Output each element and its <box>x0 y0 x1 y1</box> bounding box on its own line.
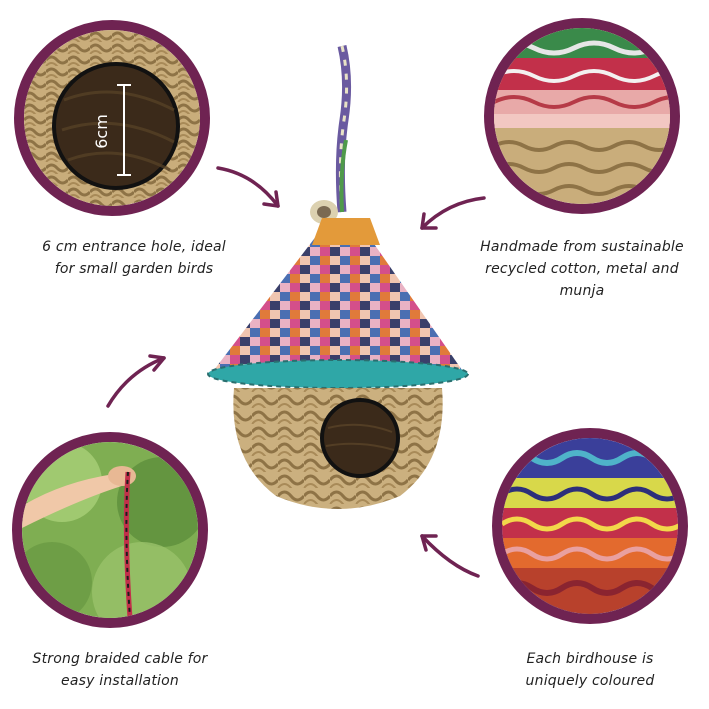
entrance-hole-detail: 6cm <box>14 20 210 216</box>
cable-caption: Strong braided cable for easy installati… <box>4 648 236 692</box>
colours-detail <box>492 428 688 624</box>
cable-image <box>22 442 198 618</box>
materials-caption-line1: Handmade from sustainable <box>480 239 684 255</box>
cable-caption-line2: easy installation <box>61 673 179 689</box>
entrance-hole-measure-label: 6cm <box>91 114 111 149</box>
birdhouse-product-image <box>200 40 480 510</box>
arrow-bottom-left-icon <box>100 348 172 412</box>
arrow-top-right-icon <box>412 190 488 238</box>
cable-caption-line1: Strong braided cable for <box>32 651 208 667</box>
cable-detail <box>12 432 208 628</box>
colours-caption-line1: Each birdhouse is <box>526 651 654 667</box>
entrance-caption: 6 cm entrance hole, ideal for small gard… <box>14 236 254 280</box>
colours-caption-line2: uniquely coloured <box>525 673 655 689</box>
arrow-top-left-icon <box>214 160 288 216</box>
materials-detail <box>484 18 680 214</box>
materials-caption: Handmade from sustainable recycled cotto… <box>462 236 702 302</box>
colours-image <box>502 438 678 614</box>
arrow-bottom-right-icon <box>410 522 484 582</box>
entrance-caption-line2: for small garden birds <box>54 261 214 277</box>
entrance-caption-line1: 6 cm entrance hole, ideal <box>42 239 226 255</box>
materials-image <box>494 28 670 204</box>
materials-caption-line3: munja <box>559 283 605 299</box>
entrance-hole-image <box>24 30 200 206</box>
colours-caption: Each birdhouse is uniquely coloured <box>474 648 706 692</box>
materials-caption-line2: recycled cotton, metal and <box>485 261 679 277</box>
